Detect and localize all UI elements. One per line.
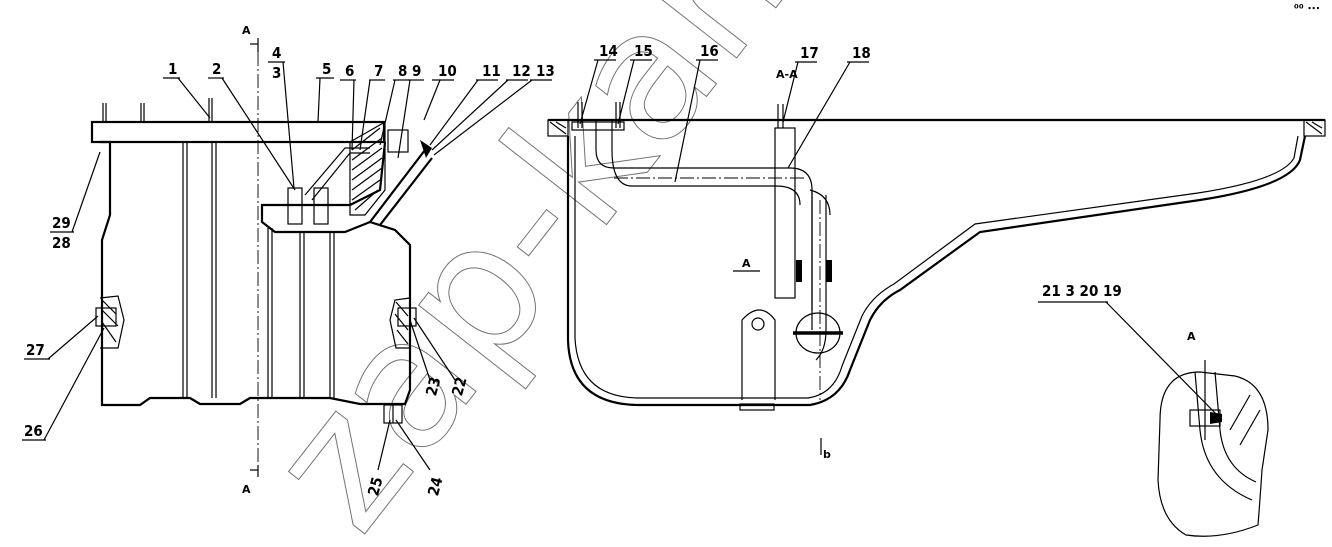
callout-28: 28 <box>52 234 71 252</box>
callout-7: 7 <box>374 62 383 80</box>
section-label-a-detail: A <box>1187 330 1196 343</box>
callout-12: 12 <box>512 62 531 80</box>
callout-1: 1 <box>168 60 177 78</box>
mark-b: b <box>823 448 831 461</box>
callout-23: 23 <box>422 375 444 398</box>
corner-mark: ⁰⁰ ∙∙∙ <box>1294 2 1320 15</box>
section-label-a-top: A <box>242 24 251 37</box>
detail-a <box>1157 360 1269 537</box>
section-label-a-mid: A <box>742 257 751 270</box>
callout-15: 15 <box>634 42 653 60</box>
section-label-a-a: A-A <box>776 68 798 81</box>
callout-6: 6 <box>345 62 354 80</box>
callout-24: 24 <box>424 475 446 498</box>
callout-9: 9 <box>412 62 421 80</box>
callout-26: 26 <box>24 422 43 440</box>
callout-3: 3 <box>272 64 281 82</box>
callout-14: 14 <box>599 42 618 60</box>
callout-29: 29 <box>52 214 71 232</box>
callout-11: 11 <box>482 62 501 80</box>
callout-22: 22 <box>448 375 470 398</box>
callout-2: 2 <box>212 60 221 78</box>
callout-27: 27 <box>26 341 45 359</box>
callout-17: 17 <box>800 44 819 62</box>
right-callouts: 14 15 16 17 18 <box>579 42 871 183</box>
detail-callouts: 21 3 20 19 <box>1042 282 1122 300</box>
right-view <box>547 102 1326 411</box>
callout-4: 4 <box>272 44 281 62</box>
callout-8: 8 <box>398 62 407 80</box>
section-label-a-bottom: A <box>242 483 251 496</box>
callout-25: 25 <box>364 475 386 498</box>
callout-5: 5 <box>322 60 331 78</box>
callout-13: 13 <box>536 62 555 80</box>
callout-16: 16 <box>700 42 719 60</box>
left-view <box>90 38 433 477</box>
callout-18: 18 <box>852 44 871 62</box>
left-callouts: 1 2 4 3 5 6 7 8 9 10 11 12 13 29 28 27 2… <box>22 44 555 498</box>
watermark: zap-kam.ru <box>229 0 1019 547</box>
callout-10: 10 <box>438 62 457 80</box>
